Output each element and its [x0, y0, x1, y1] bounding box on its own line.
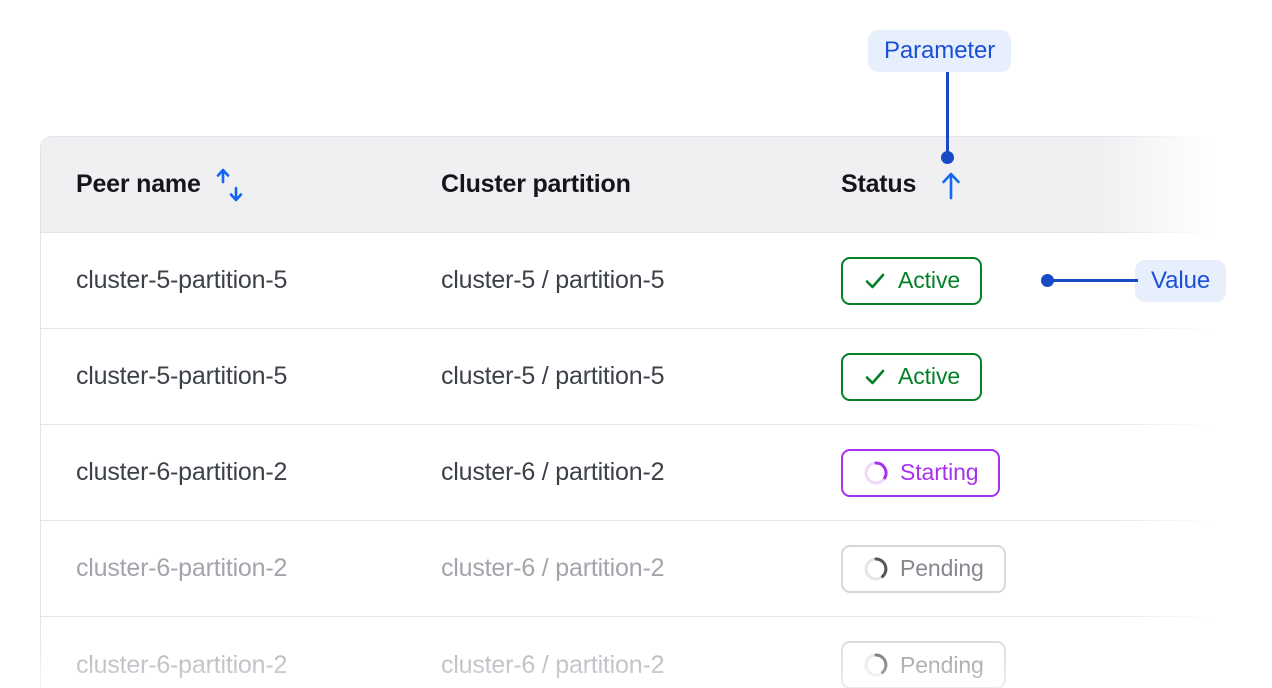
- check-icon: [863, 365, 887, 389]
- cell-peer-name: cluster-5-partition-5: [76, 362, 288, 390]
- column-header-cluster-partition[interactable]: Cluster partition: [441, 170, 841, 199]
- column-header-peer-name[interactable]: Peer name: [41, 168, 441, 202]
- peers-table-container: Peer name Cluster partition Status: [40, 136, 1272, 688]
- table-row[interactable]: cluster-5-partition-5 cluster-5 / partit…: [41, 329, 1272, 425]
- cell-status: Active: [841, 256, 1241, 305]
- callout-parameter: Parameter: [868, 30, 1012, 72]
- cell-status: Active: [841, 352, 1241, 401]
- status-badge: Pending: [841, 544, 1006, 593]
- table-row[interactable]: cluster-5-partition-5 cluster-5 / partit…: [41, 233, 1272, 329]
- check-icon: [863, 269, 887, 293]
- status-badge: Pending: [841, 641, 1006, 688]
- status-badge-label: Starting: [900, 459, 979, 485]
- status-badge-label: Pending: [900, 555, 984, 581]
- peers-table: Peer name Cluster partition Status: [40, 136, 1272, 688]
- status-badge-label: Active: [898, 267, 961, 293]
- column-header-status-label: Status: [841, 170, 917, 198]
- cell-status: Pending: [841, 641, 1241, 688]
- status-badge: Active: [841, 256, 983, 305]
- column-header-status[interactable]: Status: [841, 170, 1241, 200]
- cell-peer-name: cluster-5-partition-5: [76, 266, 288, 294]
- cell-cluster-partition: cluster-5 / partition-5: [441, 362, 665, 390]
- table-row[interactable]: cluster-6-partition-2 cluster-6 / partit…: [41, 617, 1272, 688]
- cell-cluster-partition: cluster-6 / partition-2: [441, 458, 665, 486]
- cell-cluster-partition: cluster-5 / partition-5: [441, 266, 665, 294]
- column-header-peer-name-label: Peer name: [76, 170, 201, 198]
- spinner-icon: [863, 556, 889, 582]
- sort-both-icon[interactable]: [215, 168, 245, 202]
- spinner-icon: [863, 652, 889, 678]
- cell-status: Pending: [841, 544, 1241, 593]
- callout-parameter-connector-dot: [941, 151, 954, 164]
- table-row[interactable]: cluster-6-partition-2 cluster-6 / partit…: [41, 521, 1272, 617]
- status-badge: Starting: [841, 448, 1001, 497]
- cell-peer-name: cluster-6-partition-2: [76, 458, 288, 486]
- status-badge-label: Pending: [900, 651, 984, 678]
- callout-value: Value: [1135, 260, 1227, 302]
- table-row[interactable]: cluster-6-partition-2 cluster-6 / partit…: [41, 425, 1272, 521]
- spinner-icon: [863, 460, 889, 486]
- column-header-cluster-partition-label: Cluster partition: [441, 170, 631, 198]
- callout-parameter-connector-line: [946, 72, 949, 158]
- cell-status: Starting: [841, 448, 1241, 497]
- callout-value-connector-line: [1050, 279, 1138, 282]
- sort-asc-icon[interactable]: [938, 170, 964, 200]
- table-body: cluster-5-partition-5 cluster-5 / partit…: [41, 233, 1272, 688]
- status-badge-label: Active: [898, 363, 961, 389]
- status-badge: Active: [841, 352, 983, 401]
- cell-cluster-partition: cluster-6 / partition-2: [441, 650, 665, 679]
- cell-cluster-partition: cluster-6 / partition-2: [441, 554, 665, 582]
- cell-peer-name: cluster-6-partition-2: [76, 650, 288, 679]
- table-header-row: Peer name Cluster partition Status: [41, 137, 1272, 233]
- cell-peer-name: cluster-6-partition-2: [76, 554, 288, 582]
- callout-value-connector-dot: [1041, 274, 1054, 287]
